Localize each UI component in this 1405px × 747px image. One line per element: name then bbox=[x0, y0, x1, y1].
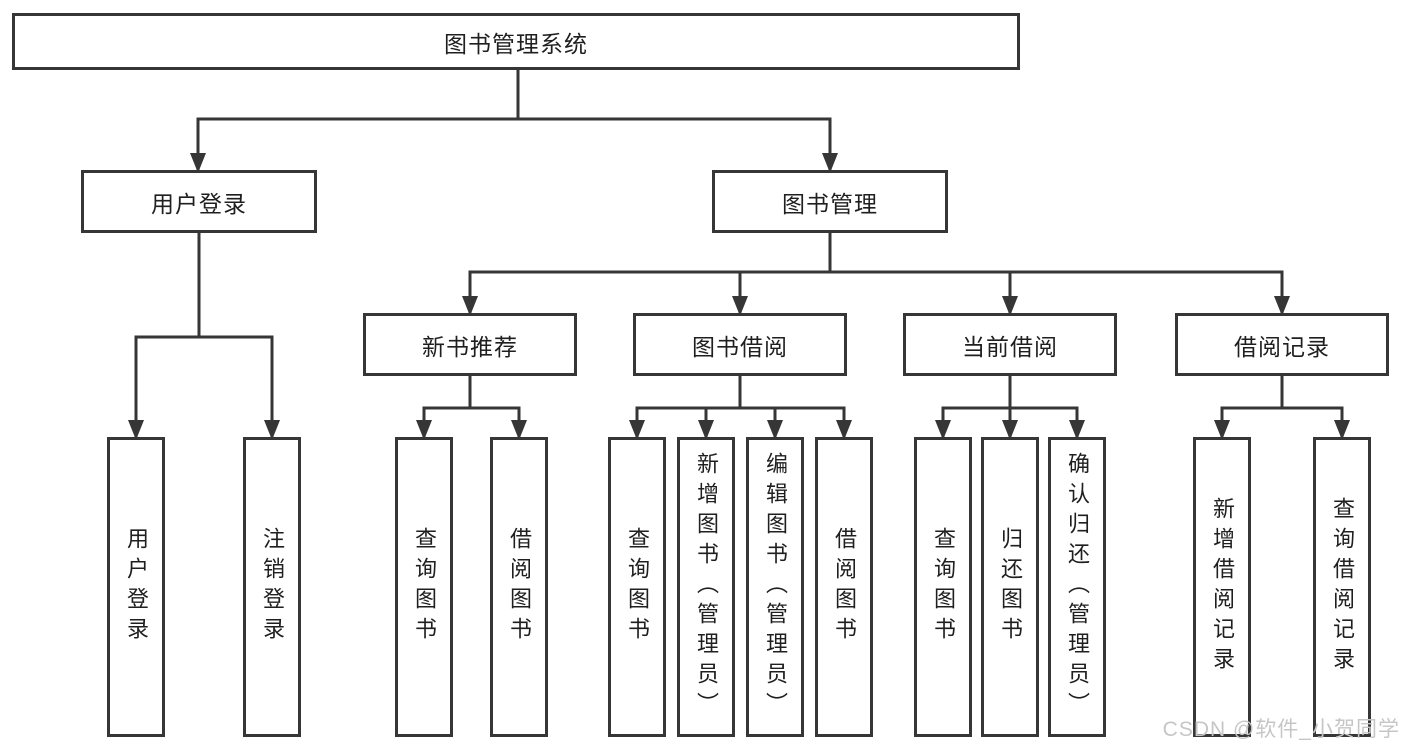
connector-paths bbox=[134, 70, 1344, 438]
node-library-management-system: 图书管理系统 bbox=[12, 13, 1020, 70]
node-new-book-recommendation: 新书推荐 bbox=[363, 313, 577, 376]
arrowheads bbox=[128, 153, 1350, 440]
leaf-borrow-books: 借阅图书 bbox=[815, 437, 873, 737]
watermark: CSDN @软件_小贺同学 bbox=[1162, 718, 1400, 741]
node-borrowing-records: 借阅记录 bbox=[1175, 313, 1389, 376]
leaf-query-books: 查询图书 bbox=[914, 437, 972, 737]
leaf-edit-book-admin: 编辑图书（管理员） bbox=[746, 437, 804, 737]
leaf-add-book-admin: 新增图书（管理员） bbox=[677, 437, 735, 737]
leaf-query-borrow-record: 查询借阅记录 bbox=[1313, 437, 1371, 737]
node-user-login: 用户登录 bbox=[81, 170, 317, 233]
leaf-confirm-return-admin: 确认归还（管理员） bbox=[1048, 437, 1106, 737]
node-current-borrowing: 当前借阅 bbox=[903, 313, 1117, 376]
leaf-query-books: 查询图书 bbox=[395, 437, 453, 737]
leaf-add-borrow-record: 新增借阅记录 bbox=[1193, 437, 1251, 737]
node-book-management: 图书管理 bbox=[712, 170, 948, 233]
leaf-return-books: 归还图书 bbox=[981, 437, 1039, 737]
leaf-logout: 注销登录 bbox=[243, 437, 301, 737]
leaf-borrow-books: 借阅图书 bbox=[490, 437, 548, 737]
node-book-borrowing: 图书借阅 bbox=[633, 313, 847, 376]
leaf-user-login: 用户登录 bbox=[107, 437, 165, 737]
leaf-query-books: 查询图书 bbox=[608, 437, 666, 737]
